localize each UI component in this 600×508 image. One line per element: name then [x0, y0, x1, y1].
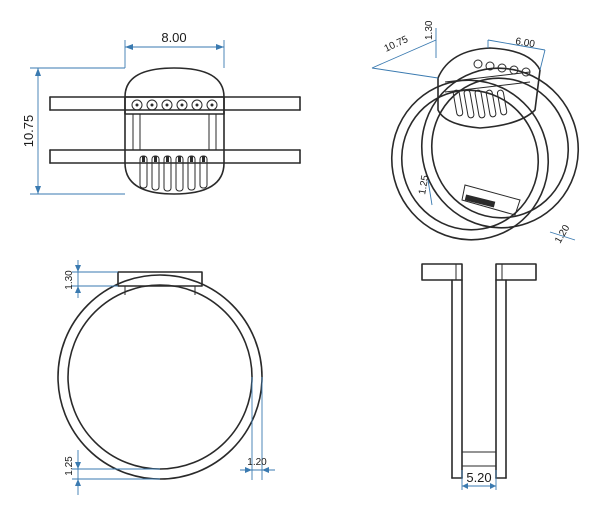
front-height-label: 10.75 [21, 115, 36, 148]
profile-view: 5.20 [421, 263, 537, 490]
isometric-view: 10.75 6.00 1.30 1.25 1.20 [371, 20, 580, 246]
iso-slots [452, 89, 508, 119]
iso-bottom-label: 1.20 [553, 223, 572, 246]
iso-side-label: 1.25 [417, 174, 431, 196]
front-view: 8.00 10.75 [21, 30, 301, 195]
side-view: 1.30 1.25 1.20 [57, 260, 275, 495]
front-width-label: 8.00 [161, 30, 186, 45]
side-top-label: 1.30 [64, 270, 75, 290]
iso-top-label: 1.30 [424, 20, 435, 40]
side-bottom-left-label: 1.25 [64, 456, 75, 476]
stone-row [131, 99, 218, 111]
iso-width-label: 6.00 [514, 36, 536, 50]
iso-stone-row [473, 59, 531, 77]
slot-group [139, 155, 208, 192]
iso-height-label: 10.75 [383, 34, 411, 55]
side-bottom-right-label: 1.20 [247, 457, 267, 468]
profile-width-label: 5.20 [466, 470, 491, 485]
